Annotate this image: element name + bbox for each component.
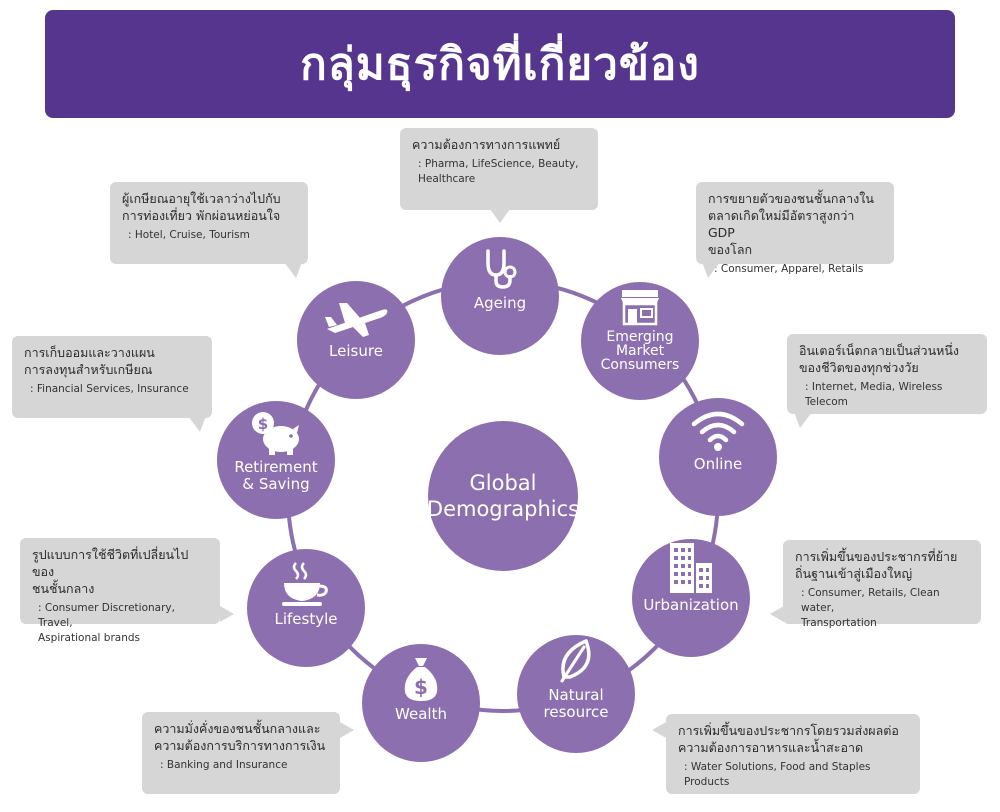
bubble-tail xyxy=(284,262,302,278)
svg-text:$: $ xyxy=(414,675,428,699)
node-label: Urbanization xyxy=(643,596,739,614)
page-title: กลุ่มธุรกิจที่เกี่ยวข้อง xyxy=(300,39,700,90)
bubble-retirement-saving: การเก็บออมและวางแผน การลงทุนสำหรับเกษียณ… xyxy=(12,336,212,418)
node-label: Retirement & Saving xyxy=(234,458,318,493)
bubble-tail xyxy=(220,606,234,622)
node-label: Leisure xyxy=(329,342,383,360)
node-label: Wealth xyxy=(395,705,447,723)
node-ageing: Ageing xyxy=(441,237,559,355)
bubble-leisure: ผู้เกษียณอายุใช้เวลาว่างไปกับ การท่องเที… xyxy=(110,182,308,264)
bubble-industries: : Water Solutions, Food and Staples Prod… xyxy=(684,761,871,788)
airplane-icon xyxy=(325,303,388,337)
node-label: Online xyxy=(693,455,743,473)
node-wealth: $ Wealth xyxy=(362,644,480,762)
bubble-lifestyle: รูปแบบการใช้ชีวิตที่เปลี่ยนไปของ ชนชั้นก… xyxy=(20,538,220,644)
node-natural-resource: Natural resource xyxy=(517,635,635,753)
money-bag-icon: $ xyxy=(404,658,438,701)
coffee-cup-icon xyxy=(282,562,328,606)
node-label: Emerging Market Consumers xyxy=(600,329,680,373)
bubble-tail xyxy=(340,722,354,738)
bubble-wealth: ความมั่งคั่งของชนชั้นกลางและ ความต้องการ… xyxy=(142,712,340,794)
bubble-industries: : Consumer Discretionary, Travel, Aspira… xyxy=(38,602,175,644)
bubble-industries: : Consumer, Apparel, Retails xyxy=(714,263,864,275)
bubble-urbanization: การเพิ่มขึ้นของประชากรที่ย้าย ถิ่นฐานเข้… xyxy=(783,540,981,629)
bubble-online: อินเตอร์เน็ตกลายเป็นส่วนหนึ่ง ของชีวิตขอ… xyxy=(787,334,987,414)
bubble-title: การขยายตัวของชนชั้นกลางใน ตลาดเกิดใหม่มี… xyxy=(708,191,874,257)
bubble-tail xyxy=(652,722,666,738)
bubble-title: ผู้เกษียณอายุใช้เวลาว่างไปกับ การท่องเที… xyxy=(122,191,281,223)
bubble-industries: : Financial Services, Insurance xyxy=(30,383,189,395)
bubble-tail xyxy=(770,606,784,622)
node-leisure: Leisure xyxy=(297,281,415,399)
bubble-tail xyxy=(490,209,510,223)
bubble-industries: : Internet, Media, Wireless Telecom xyxy=(805,381,943,408)
stethoscope-icon xyxy=(486,249,517,289)
piggy-bank-icon: $ xyxy=(252,412,299,455)
buildings-icon xyxy=(670,543,712,593)
bubble-tail xyxy=(188,416,206,432)
bubble-title: รูปแบบการใช้ชีวิตที่เปลี่ยนไปของ ชนชั้นก… xyxy=(32,547,189,596)
bubble-natural-resource: การเพิ่มขึ้นของประชากรโดยรวมส่งผลต่อ ควา… xyxy=(666,714,920,794)
node-emerging-market: Emerging Market Consumers xyxy=(581,282,699,400)
bubble-title: การเก็บออมและวางแผน การลงทุนสำหรับเกษียณ xyxy=(24,345,155,377)
bubble-emerging-market: การขยายตัวของชนชั้นกลางใน ตลาดเกิดใหม่มี… xyxy=(696,182,894,275)
bubble-tail xyxy=(794,412,812,428)
node-label: Lifestyle xyxy=(274,610,338,628)
wifi-icon xyxy=(691,411,745,451)
node-label: Natural resource xyxy=(543,686,609,721)
node-retirement-saving: $ Retirement & Saving xyxy=(217,401,335,519)
svg-text:$: $ xyxy=(258,415,268,433)
node-label: Ageing xyxy=(473,294,527,312)
storefront-icon xyxy=(621,290,659,326)
title-banner: กลุ่มธุรกิจที่เกี่ยวข้อง xyxy=(45,10,955,118)
bubble-title: การเพิ่มขึ้นของประชากรโดยรวมส่งผลต่อ ควา… xyxy=(678,723,899,755)
bubble-title: การเพิ่มขึ้นของประชากรที่ย้าย ถิ่นฐานเข้… xyxy=(795,549,958,581)
node-urbanization: Urbanization xyxy=(632,539,750,657)
bubble-ageing: ความต้องการทางการแพทย์ : Pharma, LifeSci… xyxy=(400,128,598,210)
bubble-tail xyxy=(702,262,720,278)
bubble-industries: : Pharma, LifeScience, Beauty, Healthcar… xyxy=(418,158,579,185)
bubble-industries: : Hotel, Cruise, Tourism xyxy=(128,229,250,241)
node-online: Online xyxy=(659,398,777,516)
bubble-title: ความต้องการทางการแพทย์ xyxy=(412,137,561,152)
center-label: Global Demographics xyxy=(426,471,580,521)
bubble-industries: : Consumer, Retails, Clean water, Transp… xyxy=(801,587,940,629)
center-circle: Global Demographics xyxy=(426,421,580,571)
leaf-icon xyxy=(560,639,591,683)
node-lifestyle: Lifestyle xyxy=(247,549,365,667)
bubble-title: อินเตอร์เน็ตกลายเป็นส่วนหนึ่ง ของชีวิตขอ… xyxy=(799,343,960,375)
bubble-title: ความมั่งคั่งของชนชั้นกลางและ ความต้องการ… xyxy=(154,721,326,753)
bubble-industries: : Banking and Insurance xyxy=(160,759,288,771)
